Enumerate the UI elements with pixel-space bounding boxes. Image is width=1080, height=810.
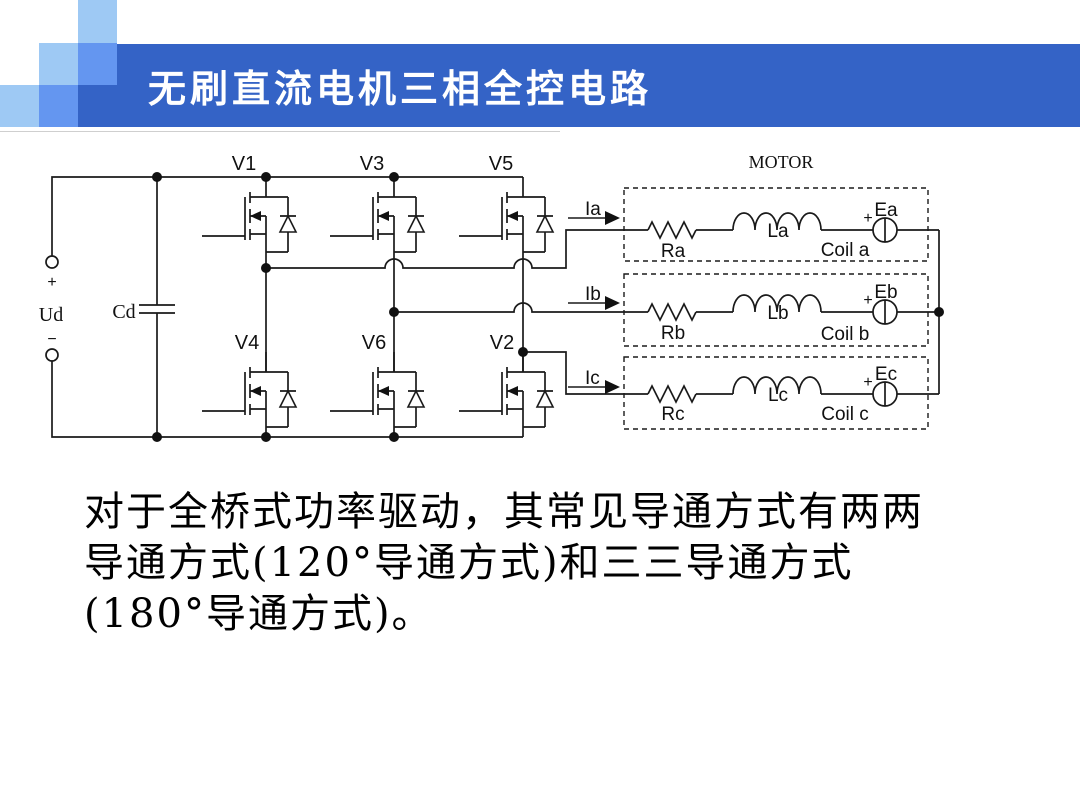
label-ia: Ia (585, 199, 601, 220)
phase-b-wire (394, 303, 648, 312)
motor-phase-b: Rb Lb Coil b Eb + (648, 282, 939, 345)
label-v4: V4 (235, 332, 259, 354)
source-label: Ud (39, 304, 63, 326)
motor-phase-a: Ra La Coil a Ea + (648, 200, 939, 262)
current-arrowhead-ia (605, 211, 620, 225)
mosfet-v4 (201, 351, 297, 428)
phase-a-wire (266, 230, 648, 268)
label-v2: V2 (490, 332, 514, 354)
deco-square-dark-1 (78, 85, 117, 127)
deco-square-light-3 (0, 85, 39, 127)
label-rb: Rb (661, 323, 685, 344)
coil-c-box (623, 356, 929, 430)
deco-square-medium-2 (39, 85, 78, 127)
slide-title: 无刷直流电机三相全控电路 (148, 69, 653, 111)
coil-b-box (623, 273, 929, 347)
motor-section: MOTOR Ra La Coil a Ea + (623, 152, 939, 430)
deco-square-light-1 (78, 0, 117, 43)
deco-square-medium-1 (78, 43, 117, 85)
title-bar: 无刷直流电机三相全控电路 (117, 44, 1080, 127)
body-line-2: 导通方式(120°导通方式)和三三导通方式 (84, 540, 854, 586)
label-v5: V5 (489, 153, 513, 175)
label-ib: Ib (585, 284, 601, 305)
resistor-rb (648, 304, 696, 320)
body-line-1: 对于全桥式功率驱动，其常见导通方式有两两 (84, 489, 924, 535)
dc-capacitor (139, 177, 175, 437)
label-coil-c: Coil c (821, 404, 869, 425)
label-v1: V1 (232, 153, 256, 175)
dc-link: + − Ud Cd (39, 177, 523, 437)
mosfet-v2 (458, 351, 554, 428)
deco-square-light-2 (39, 43, 78, 85)
current-arrowhead-ib (605, 296, 620, 310)
label-ra: Ra (661, 241, 686, 262)
current-arrowhead-ic (605, 380, 620, 394)
emf-b-plus-sign: + (863, 292, 872, 309)
current-arrow-shafts (568, 218, 606, 387)
label-v6: V6 (362, 332, 386, 354)
emf-c-plus-sign: + (863, 374, 872, 391)
label-eb: Eb (874, 282, 897, 303)
title-underline (0, 131, 560, 132)
label-ic: Ic (585, 368, 600, 389)
mosfet-v3 (329, 176, 425, 253)
phase-c-wire (523, 352, 648, 394)
source-negative-terminal (45, 348, 59, 362)
label-rc: Rc (661, 404, 684, 425)
label-ec: Ec (875, 364, 897, 385)
label-la: La (767, 221, 789, 242)
bridge-legs: V1 V3 V5 V4 V6 V2 (201, 153, 554, 437)
inductor-la (733, 213, 821, 230)
motor-phase-c: Rc Lc Coil c Ec + (648, 364, 939, 425)
resistor-rc (648, 386, 696, 402)
body-line-3: (180°导通方式)。 (84, 591, 434, 637)
resistor-ra (648, 222, 696, 238)
mosfet-v6 (329, 351, 425, 428)
inductor-lc (733, 377, 821, 394)
body-paragraph: 对于全桥式功率驱动，其常见导通方式有两两 导通方式(120°导通方式)和三三导通… (84, 487, 1004, 640)
source-minus-sign: − (47, 331, 56, 348)
source-positive-terminal (45, 255, 59, 269)
emf-a-plus-sign: + (863, 210, 872, 227)
label-lb: Lb (767, 303, 788, 324)
capacitor-label: Cd (112, 301, 135, 323)
label-ea: Ea (874, 200, 898, 221)
label-v3: V3 (360, 153, 384, 175)
mosfet-v1 (201, 176, 297, 253)
motor-label: MOTOR (749, 152, 814, 172)
mosfet-v5 (458, 176, 554, 253)
label-lc: Lc (768, 385, 788, 406)
source-plus-sign: + (47, 274, 56, 291)
dc-rails (52, 177, 523, 437)
inductor-lb (733, 295, 821, 312)
label-coil-a: Coil a (821, 240, 870, 261)
label-coil-b: Coil b (821, 324, 870, 345)
junction-dots (152, 172, 944, 442)
phase-lines: Ia Ib Ic (266, 199, 648, 394)
